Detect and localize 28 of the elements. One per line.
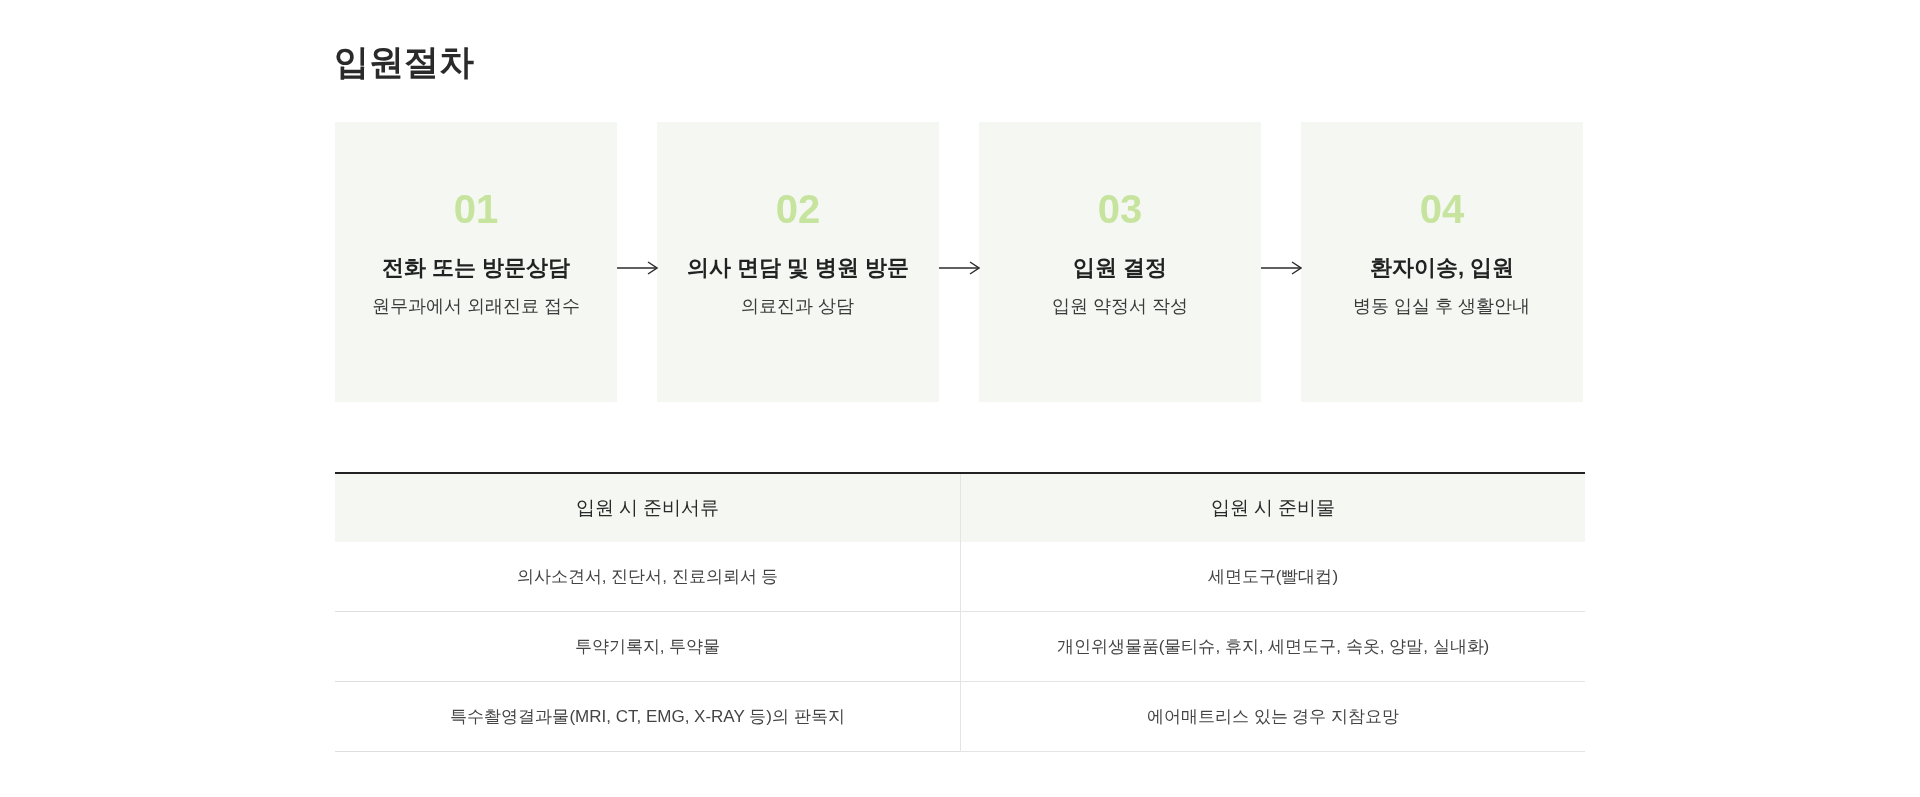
page-title: 입원절차	[334, 41, 474, 83]
step-number: 03	[1097, 186, 1143, 233]
table-header-cell: 입원 시 준비물	[960, 474, 1585, 542]
table-cell: 의사소견서, 진단서, 진료의뢰서 등	[335, 542, 960, 612]
step-card	[979, 122, 1261, 402]
arrow	[1260, 261, 1302, 275]
step-title: 입원 결정	[1072, 254, 1168, 282]
arrow	[616, 261, 658, 275]
step-number: 02	[775, 186, 821, 233]
table-cell: 투약기록지, 투약물	[335, 612, 960, 682]
step-description: 입원 약정서 작성	[1052, 295, 1188, 318]
step-title: 의사 면담 및 병원 방문	[686, 254, 910, 282]
table-cell: 개인위생물품(물티슈, 휴지, 세면도구, 속옷, 양말, 실내화)	[960, 612, 1585, 682]
table-cell: 세면도구(빨대컵)	[960, 542, 1585, 612]
step-description: 원무과에서 외래진료 접수	[372, 295, 580, 318]
step-number: 01	[453, 186, 499, 233]
step-card	[1301, 122, 1583, 402]
step-title: 환자이송, 입원	[1369, 254, 1515, 282]
step-card	[335, 122, 617, 402]
step-title: 전화 또는 방문상담	[381, 254, 571, 282]
step-description: 의료진과 상담	[741, 295, 855, 318]
step-number: 04	[1419, 186, 1465, 233]
step-card	[657, 122, 939, 402]
arrow	[938, 261, 980, 275]
table-cell: 특수촬영결과물(MRI, CT, EMG, X-RAY 등)의 판독지	[335, 682, 960, 752]
table-cell: 에어매트리스 있는 경우 지참요망	[960, 682, 1585, 752]
step-description: 병동 입실 후 생활안내	[1353, 295, 1531, 318]
table-header-cell: 입원 시 준비서류	[335, 474, 960, 542]
